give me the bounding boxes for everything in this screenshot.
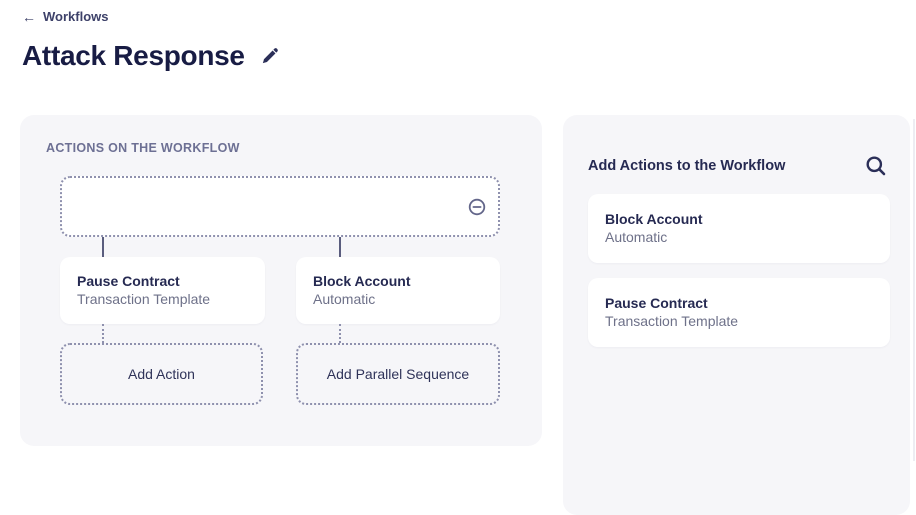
page-title: Attack Response <box>22 40 245 71</box>
workflow-panel-heading: ACTIONS ON THE WORKFLOW <box>46 141 240 155</box>
remove-node-button[interactable] <box>468 198 486 216</box>
add-parallel-sequence-label: Add Parallel Sequence <box>326 366 470 382</box>
workflow-panel: ACTIONS ON THE WORKFLOW Pause Contract T… <box>20 115 542 446</box>
library-item-pause-contract[interactable]: Pause Contract Transaction Template <box>588 278 890 347</box>
library-item-block-account[interactable]: Block Account Automatic <box>588 194 890 263</box>
library-item-title: Block Account <box>605 211 703 227</box>
search-icon <box>866 156 886 176</box>
workflow-node-block-account[interactable]: Block Account Automatic <box>296 257 500 324</box>
node-title: Pause Contract <box>77 273 180 289</box>
search-button[interactable] <box>865 155 888 178</box>
edit-title-button[interactable] <box>260 47 279 66</box>
dotted-connector-line <box>339 324 341 343</box>
add-action-button[interactable]: Add Action <box>60 343 263 405</box>
add-parallel-sequence-button[interactable]: Add Parallel Sequence <box>296 343 500 405</box>
workflow-node-pause-contract[interactable]: Pause Contract Transaction Template <box>60 257 265 324</box>
library-item-title: Pause Contract <box>605 295 708 311</box>
workflow-root-slot[interactable] <box>60 176 500 237</box>
library-item-subtitle: Transaction Template <box>605 313 739 329</box>
node-title: Block Account <box>313 273 411 289</box>
right-edge-divider <box>913 119 915 461</box>
pencil-icon <box>262 47 278 63</box>
dotted-connector-line <box>102 324 104 343</box>
back-link-label: Workflows <box>43 9 109 24</box>
arrow-left-icon: ← <box>22 8 36 25</box>
minus-circle-icon <box>468 198 486 215</box>
connector-line <box>339 237 341 257</box>
node-subtitle: Transaction Template <box>77 291 211 307</box>
back-link[interactable]: ← Workflows <box>22 9 109 24</box>
add-action-label: Add Action <box>128 366 195 382</box>
page-header: Attack Response <box>22 40 279 72</box>
connector-line <box>102 237 104 257</box>
library-item-subtitle: Automatic <box>605 229 668 245</box>
node-subtitle: Automatic <box>313 291 376 307</box>
library-panel-heading: Add Actions to the Workflow <box>588 158 786 174</box>
action-library-panel: Add Actions to the Workflow Block Accoun… <box>563 115 910 515</box>
